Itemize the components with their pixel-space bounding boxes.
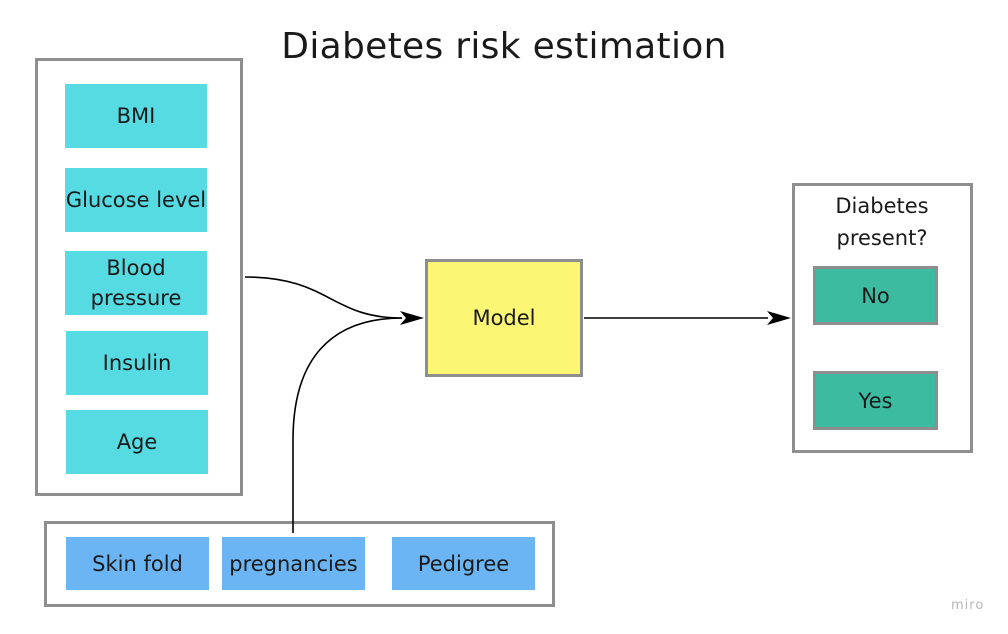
miro-watermark: miro	[951, 598, 985, 613]
input-pregnancies[interactable]: pregnancies	[222, 537, 365, 590]
output-option-yes[interactable]: Yes	[813, 371, 938, 430]
input-pedigree[interactable]: Pedigree	[392, 537, 535, 590]
output-option-no[interactable]: No	[813, 266, 938, 325]
input-skin-fold[interactable]: Skin fold	[66, 537, 209, 590]
input-glucose-level[interactable]: Glucose level	[65, 168, 207, 232]
arrowhead-output-in	[767, 311, 791, 325]
output-label: Diabetes present?	[835, 194, 929, 250]
input-age[interactable]: Age	[66, 410, 208, 474]
input-insulin[interactable]: Insulin	[66, 331, 208, 395]
model-node[interactable]: Model	[425, 259, 583, 377]
input-blood-pressure[interactable]: Blood pressure	[65, 251, 207, 315]
diagram-title: Diabetes risk estimation	[281, 26, 727, 67]
edge-primary-to-model	[244, 276, 403, 319]
edge-secondary-to-model	[292, 317, 403, 533]
input-bmi[interactable]: BMI	[65, 84, 207, 148]
arrowhead-model-in	[400, 311, 424, 325]
